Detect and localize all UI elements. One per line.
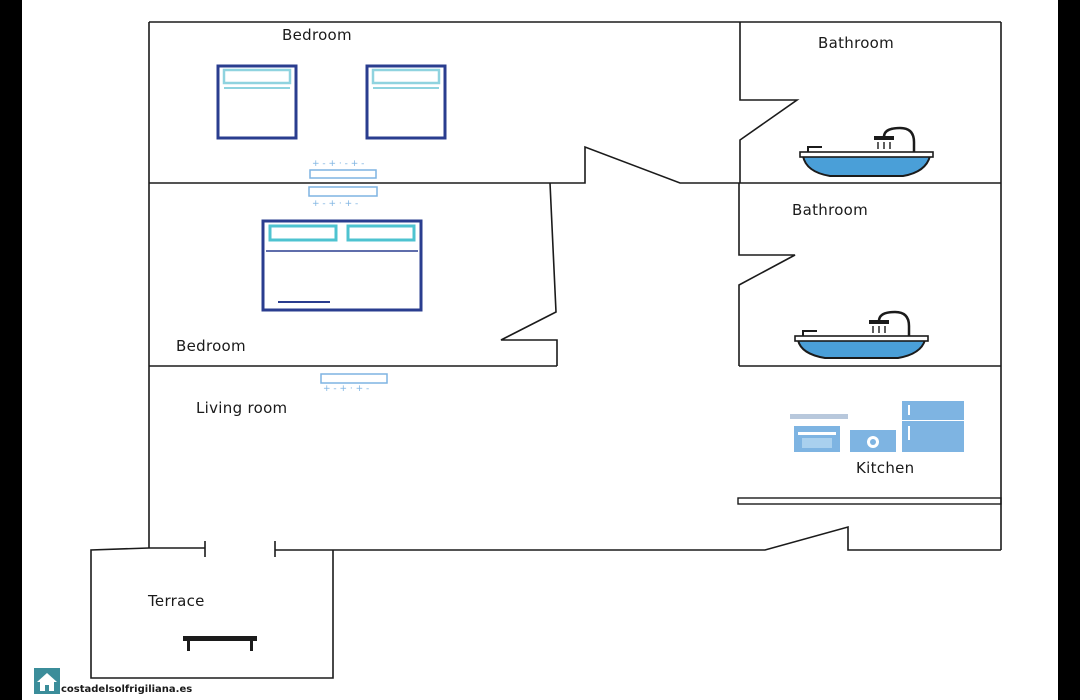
- svg-text:+ - + · + -: + - + · + -: [312, 199, 358, 209]
- room-label-terrace: Terrace: [147, 592, 205, 610]
- watermark-text: costadelsolfrigiliana.es: [61, 684, 192, 695]
- washing-machine-icon: [850, 430, 896, 452]
- bench-icon: [183, 636, 257, 651]
- oven-icon: [794, 426, 840, 452]
- bathtub-icon: [794, 310, 929, 359]
- air-conditioner-icon: + - + · - + -: [309, 159, 377, 179]
- single-bed-left: [216, 64, 298, 140]
- single-bed-right: [365, 64, 447, 140]
- kitchen-counter: [737, 497, 1002, 505]
- walls: [90, 21, 1002, 679]
- bathtub-icon: [799, 126, 934, 177]
- house-icon: [34, 668, 60, 694]
- svg-text:+ - + · + -: + - + · + -: [323, 384, 369, 394]
- svg-text:+ - + · - + -: + - + · - + -: [312, 159, 364, 169]
- room-label-living-room: Living room: [196, 399, 287, 417]
- room-label-bedroom-mid: Bedroom: [176, 337, 246, 355]
- room-label-kitchen: Kitchen: [856, 459, 914, 477]
- room-label-bedroom-top: Bedroom: [282, 26, 352, 44]
- double-bed: [261, 219, 423, 312]
- room-label-bathroom-top: Bathroom: [818, 34, 894, 52]
- range-hood-icon: [790, 414, 848, 419]
- fridge-icon: [902, 401, 964, 452]
- watermark: costadelsolfrigiliana.es: [34, 668, 192, 695]
- air-conditioner-icon: + - + · + -: [308, 186, 378, 209]
- air-conditioner-icon: + - + · + -: [320, 373, 388, 394]
- room-label-bathroom-mid: Bathroom: [792, 201, 868, 219]
